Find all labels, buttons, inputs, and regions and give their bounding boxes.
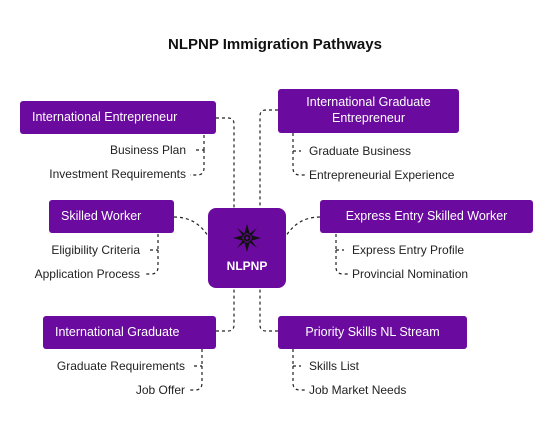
diagram-title: NLPNP Immigration Pathways <box>168 36 382 53</box>
list-item: Job Offer <box>135 383 185 397</box>
list-item: Provincial Nomination <box>352 267 469 281</box>
branch-priority-skills-nl-stream[interactable]: Priority Skills NL Stream <box>278 316 467 349</box>
list-item: Job Market Needs <box>309 383 407 397</box>
branch-international-graduate[interactable]: International Graduate <box>43 316 216 349</box>
branch-label: Skilled Worker <box>61 208 142 223</box>
branch-label: Priority Skills NL Stream <box>305 324 440 339</box>
list-item: Skills List <box>309 359 360 373</box>
compass-star-icon <box>233 224 261 252</box>
branch-label: International Graduate <box>55 324 180 339</box>
list-item: Entrepreneurial Experience <box>309 168 455 182</box>
branch-label: International Graduate Entrepreneur <box>306 95 431 125</box>
branch-express-entry-skilled-worker[interactable]: Express Entry Skilled Worker <box>320 200 533 233</box>
list-item: Eligibility Criteria <box>51 243 140 257</box>
center-node-nlpnp[interactable]: NLPNP <box>208 208 286 288</box>
list-item: Investment Requirements <box>49 167 186 181</box>
branch-skilled-worker[interactable]: Skilled Worker <box>49 200 174 233</box>
branch-label: International Entrepreneur <box>32 109 178 124</box>
list-item: Express Entry Profile <box>352 243 465 257</box>
center-label: NLPNP <box>226 259 268 273</box>
branch-international-graduate-entrepreneur[interactable]: International Graduate Entrepreneur <box>278 89 459 133</box>
list-item: Graduate Requirements <box>56 359 185 373</box>
list-item: Business Plan <box>109 143 186 157</box>
branch-label: Express Entry Skilled Worker <box>345 208 508 223</box>
branch-international-entrepreneur[interactable]: International Entrepreneur <box>20 101 216 134</box>
list-item: Graduate Business <box>309 144 412 158</box>
list-item: Application Process <box>34 267 140 281</box>
